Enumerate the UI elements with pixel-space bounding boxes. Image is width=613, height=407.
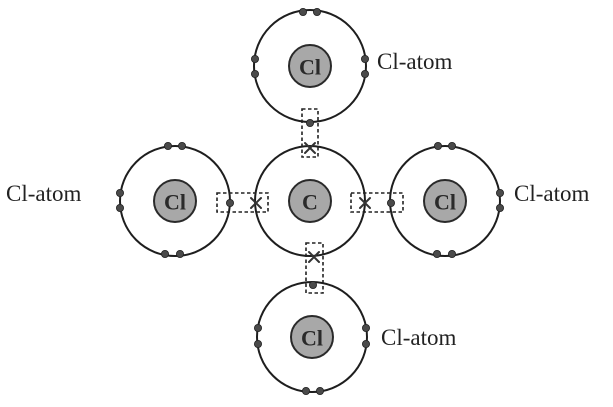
chlorine-bottom-symbol: Cl [301, 326, 323, 351]
electron-dot [250, 55, 259, 64]
electron-dot [360, 55, 369, 64]
electron-dot [177, 141, 186, 150]
electron-dot [253, 323, 262, 332]
carbon-atom: C [254, 145, 366, 257]
shared-pair-box [301, 108, 319, 158]
carbon-electron-cross [308, 251, 320, 263]
chlorine-atom-top: Cl [250, 7, 369, 128]
electron-dot [315, 386, 324, 395]
electron-dot [225, 198, 234, 207]
electron-dot [433, 141, 442, 150]
carbon-electron-cross [250, 197, 262, 209]
carbon-nucleus [288, 179, 332, 223]
chlorine-left-symbol: Cl [164, 190, 186, 215]
chlorine-right-nucleus [423, 179, 467, 223]
chlorine-right-symbol: Cl [434, 190, 456, 215]
atom-label-right: Cl-atom [514, 181, 589, 206]
electron-dot [301, 386, 310, 395]
shared-pair-box [350, 192, 404, 213]
chlorine-top-nucleus [288, 44, 332, 88]
electron-dot [361, 339, 370, 348]
electron-dot [312, 7, 321, 16]
shared-pair-box [216, 192, 269, 213]
carbon-electron-cross [304, 142, 316, 154]
electron-dot [163, 141, 172, 150]
electron-dot [447, 249, 456, 258]
atom-label-bottom: Cl-atom [381, 325, 456, 350]
electron-dot [361, 323, 370, 332]
carbon-electron-cross [359, 197, 371, 209]
electron-dot [250, 70, 259, 79]
electron-dot [160, 249, 169, 258]
chlorine-atom-bottom: Cl [253, 280, 370, 395]
chlorine-atom-left: Cl [116, 141, 234, 258]
chlorine-top-symbol: Cl [299, 55, 321, 80]
carbon-symbol: C [302, 190, 318, 215]
atom-label-top: Cl-atom [377, 49, 452, 74]
electron-dot [360, 70, 369, 79]
electron-dot [495, 203, 504, 212]
electron-dot [447, 141, 456, 150]
bond-pair-top [301, 108, 319, 158]
electron-dot [432, 249, 441, 258]
atom-label-left: Cl-atom [6, 181, 81, 206]
chlorine-atom-right: Cl [386, 141, 504, 258]
electron-dot [308, 280, 317, 289]
electron-dot [495, 188, 504, 197]
electron-dot [175, 249, 184, 258]
bond-pair-left [216, 192, 269, 213]
electron-dot [253, 339, 262, 348]
electron-dot [116, 203, 125, 212]
bond-pair-bottom [305, 242, 324, 294]
shared-pair-box [305, 242, 324, 294]
electron-dot [298, 7, 307, 16]
bond-pair-right [350, 192, 404, 213]
electron-dot [116, 188, 125, 197]
electron-dot [305, 119, 314, 128]
chlorine-bottom-nucleus [290, 315, 334, 359]
electron-dot [386, 198, 395, 207]
chlorine-left-nucleus [153, 179, 197, 223]
